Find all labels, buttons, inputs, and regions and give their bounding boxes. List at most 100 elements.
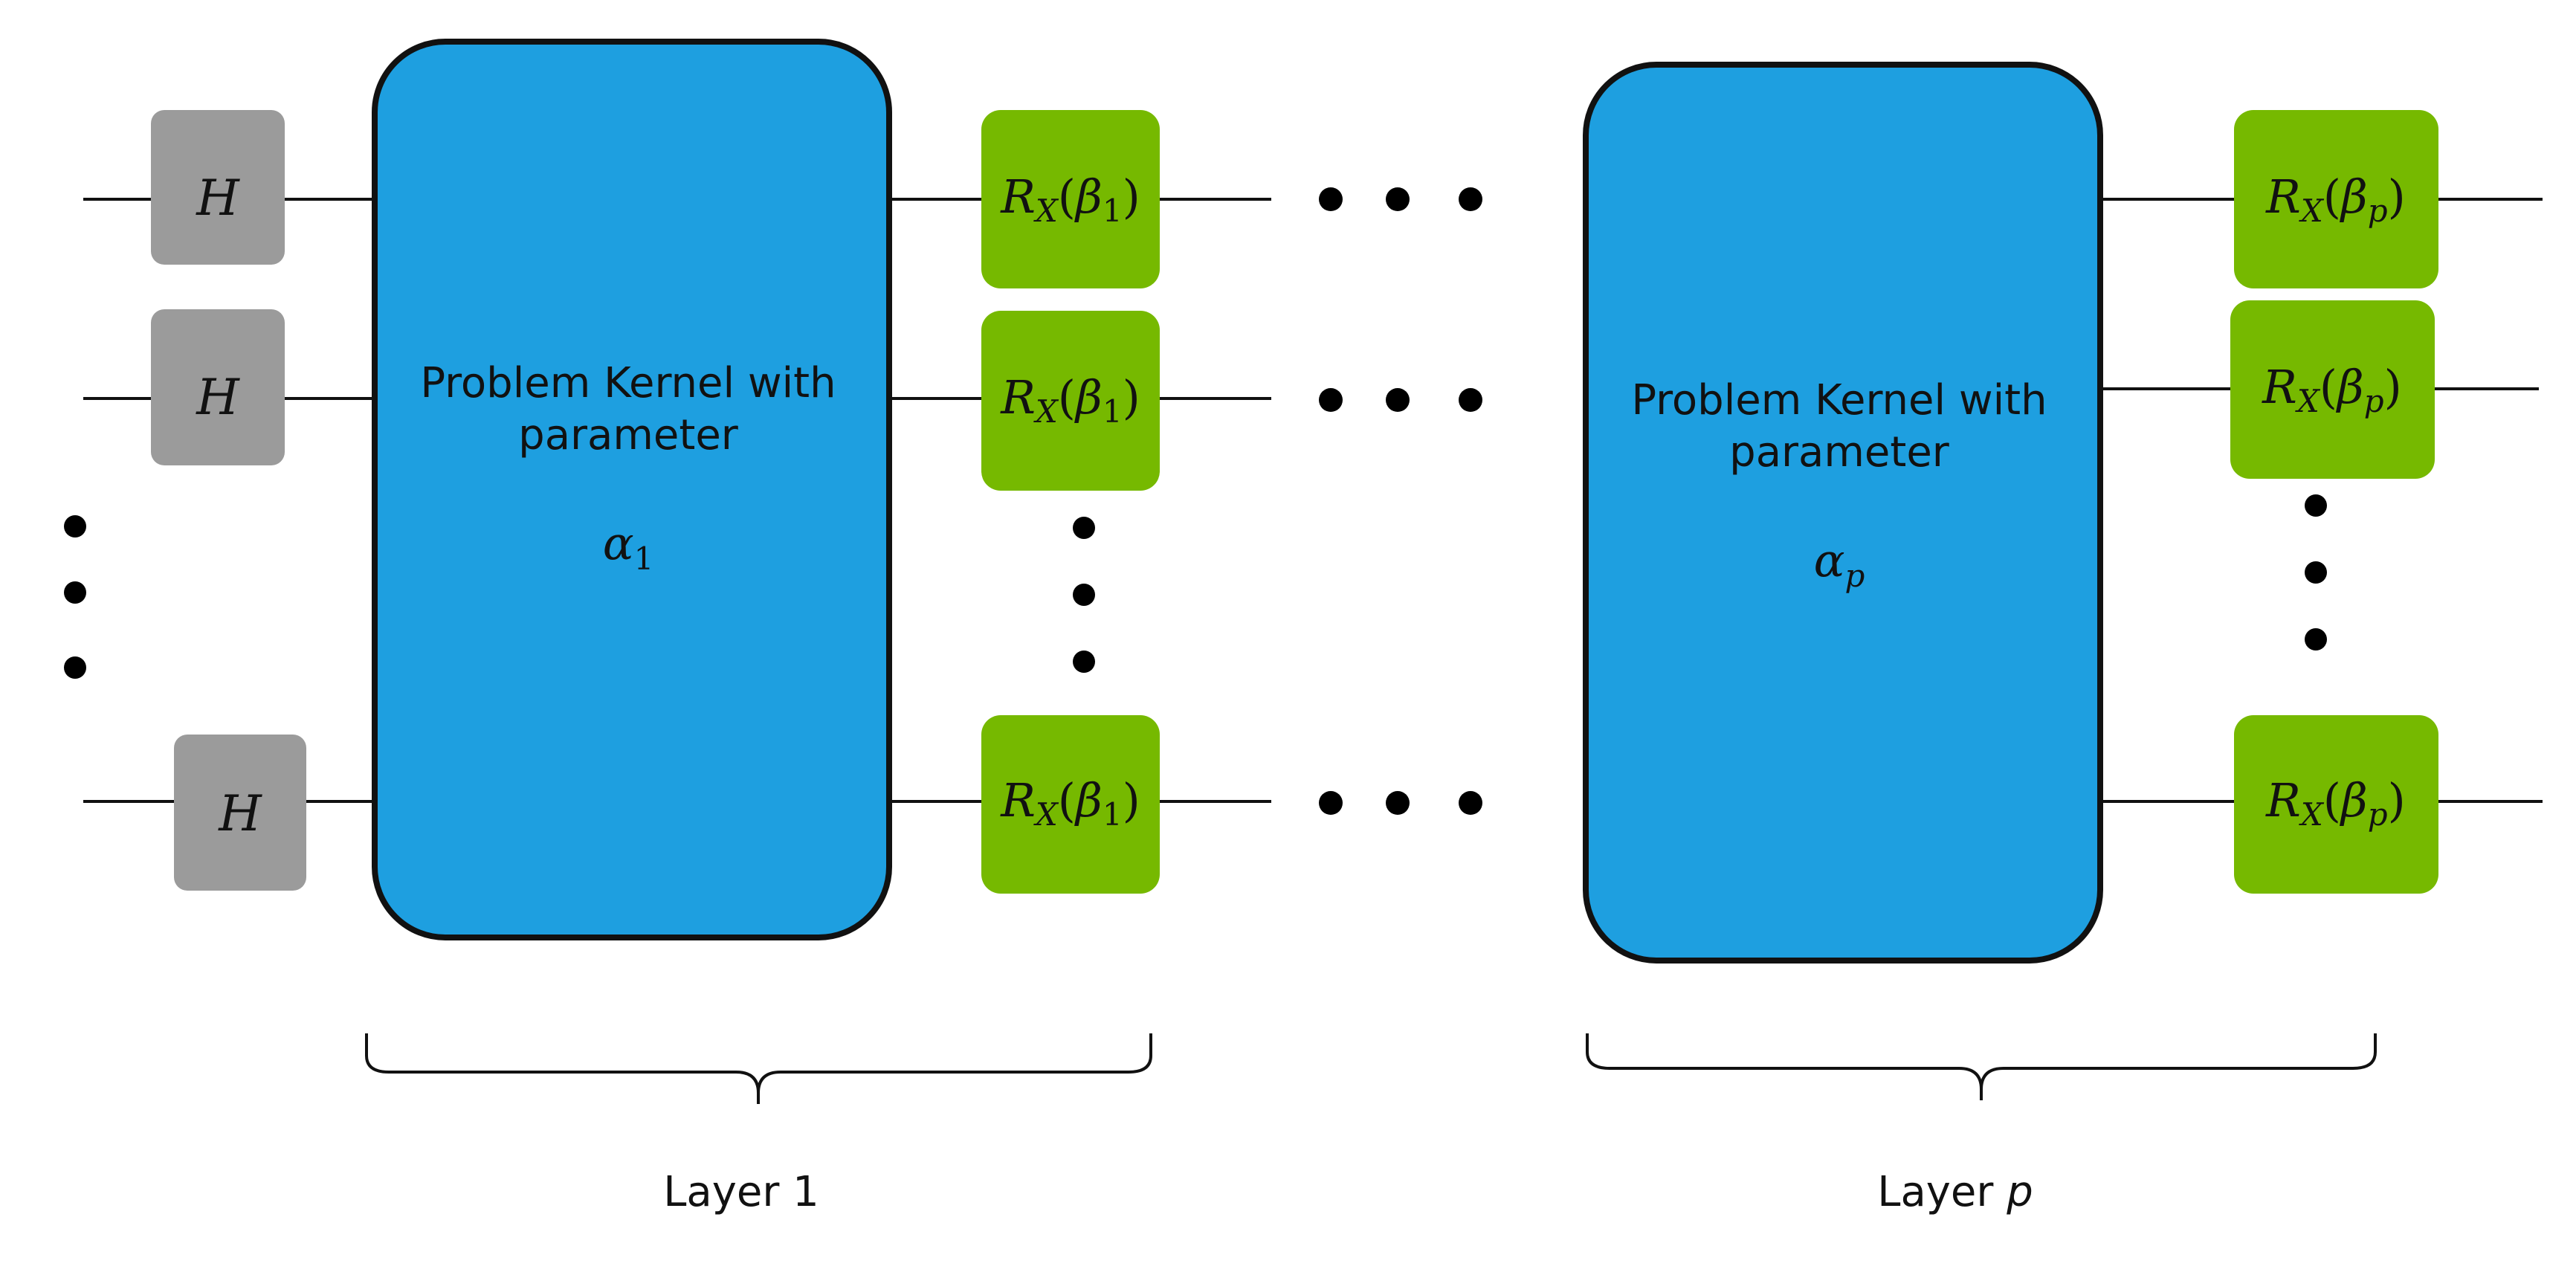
rx-gate-label: RX(β1) [1000, 170, 1140, 229]
ellipsis-dot [64, 515, 86, 538]
rx-open-paren: ( [1058, 773, 1076, 827]
layer-repeat-ellipsis [1319, 187, 1482, 815]
ellipsis-dot [1459, 791, 1482, 815]
rx-close-paren: ) [1123, 773, 1140, 827]
ellipsis-dot [2305, 628, 2327, 651]
rx-r: R [2262, 360, 2297, 414]
rx-r-sub: X [2299, 193, 2325, 229]
alpha-parameter: α1 [603, 516, 654, 577]
problem-kernel-text-line1: Problem Kernel with [420, 359, 836, 407]
layer-label-number: 1 [793, 1168, 819, 1216]
rx-open-paren: ( [2320, 360, 2337, 414]
rx-gate-box [981, 110, 1160, 288]
brace-path [365, 1033, 1152, 1094]
rx-r: R [1000, 370, 1036, 425]
ellipsis-dot [64, 656, 86, 679]
rx-open-paren: ( [1058, 370, 1076, 425]
alpha-subscript: p [1844, 558, 1865, 594]
ellipsis-dot [1319, 187, 1343, 211]
ellipsis-dot [1459, 187, 1482, 211]
hadamard-gate-box [151, 309, 285, 465]
rx-r: R [1000, 773, 1036, 827]
rx-gate-box [2234, 715, 2438, 894]
rx-gate-label: RX(β1) [1000, 370, 1140, 430]
layer-1-brace [365, 1033, 1152, 1104]
alpha-symbol: α [603, 516, 634, 570]
rx-r: R [2265, 773, 2301, 827]
rx-ellipsis-layer-1 [1073, 517, 1095, 673]
rx-gate-box [2230, 300, 2435, 479]
ellipsis-dot [1073, 517, 1095, 539]
problem-kernel-text-line2: parameter [518, 411, 739, 459]
ellipsis-dot [1319, 791, 1343, 815]
ellipsis-dot [1319, 388, 1343, 412]
ellipsis-dot [1386, 791, 1410, 815]
layer-label-variable: p [2006, 1168, 2033, 1216]
layer-label-text: Layer [663, 1168, 793, 1216]
ellipsis-dot [1073, 584, 1095, 606]
alpha-parameter: αp [1814, 533, 1865, 594]
ellipsis-dot [1459, 388, 1482, 412]
ellipsis-dot [2305, 561, 2327, 584]
rx-r: R [2265, 170, 2301, 224]
rx-beta-sub: 1 [1103, 393, 1123, 430]
alpha-subscript: 1 [634, 540, 654, 577]
layer-p-label: Layer p [1877, 1168, 2033, 1216]
rx-ellipsis-layer-p [2305, 494, 2327, 651]
rx-beta-sub: p [2368, 193, 2388, 229]
rx-r-sub: X [2299, 796, 2325, 833]
rx-gate-layer-1: RX(β1) [981, 715, 1160, 894]
rx-close-paren: ) [2388, 170, 2406, 224]
rx-r: R [1000, 170, 1036, 224]
ellipsis-dot [64, 581, 86, 604]
layer-1-label: Layer 1 [663, 1168, 819, 1216]
hadamard-gate-label: H [196, 369, 240, 426]
rx-close-paren: ) [1123, 170, 1140, 224]
rx-beta: β [2340, 170, 2368, 224]
hadamard-gate: H [151, 110, 285, 265]
rx-r-sub: X [1033, 796, 1059, 833]
rx-r-sub: X [2295, 383, 2321, 419]
qubit-wires [83, 198, 2543, 803]
hadamard-gate-box [174, 735, 306, 891]
rx-gate-layer-1: RX(β1) [981, 110, 1160, 288]
rx-gate-layer-p: RX(βp) [2234, 715, 2438, 894]
rx-beta: β [2340, 773, 2368, 827]
hadamard-gate-label: H [196, 170, 240, 227]
hadamard-gate: H [174, 735, 306, 891]
hadamard-gate: H [151, 309, 285, 465]
rx-r-sub: X [1033, 393, 1059, 430]
ellipsis-dot [1386, 388, 1410, 412]
rx-beta: β [1074, 170, 1103, 224]
ellipsis-dot [1073, 651, 1095, 673]
layer-p-brace [1586, 1033, 2377, 1100]
rx-beta-sub: 1 [1103, 193, 1123, 229]
hadamard-gate-box [151, 110, 285, 265]
rx-close-paren: ) [2388, 773, 2406, 827]
brace-path [1586, 1033, 2377, 1090]
rx-beta: β [2336, 360, 2364, 414]
rx-r-sub: X [1033, 193, 1059, 229]
rx-open-paren: ( [2323, 773, 2341, 827]
rx-gate-layer-p: RX(βp) [2234, 110, 2438, 288]
hadamard-gate-label: H [218, 785, 262, 842]
rx-gate-label: RX(βp) [2262, 360, 2402, 419]
rx-beta-sub: p [2368, 796, 2388, 833]
layer-label-text: Layer [1877, 1168, 2007, 1216]
alpha-symbol: α [1814, 533, 1845, 587]
rx-gate-box [981, 715, 1160, 894]
ellipsis-dot [1386, 187, 1410, 211]
problem-kernel-layer-p: Problem Kernel with parameter αp [1583, 62, 2103, 963]
rx-gate-box [2234, 110, 2438, 288]
rx-close-paren: ) [2384, 360, 2402, 414]
rx-beta: β [1074, 773, 1103, 827]
rx-beta-sub: 1 [1103, 796, 1123, 833]
problem-kernel-box [372, 39, 892, 940]
ellipsis-dot [2305, 494, 2327, 517]
rx-open-paren: ( [2323, 170, 2341, 224]
rx-open-paren: ( [1058, 170, 1076, 224]
problem-kernel-box [1583, 62, 2103, 963]
problem-kernel-text-line2: parameter [1729, 428, 1950, 477]
problem-kernel-layer-1: Problem Kernel with parameter α1 [372, 39, 892, 940]
